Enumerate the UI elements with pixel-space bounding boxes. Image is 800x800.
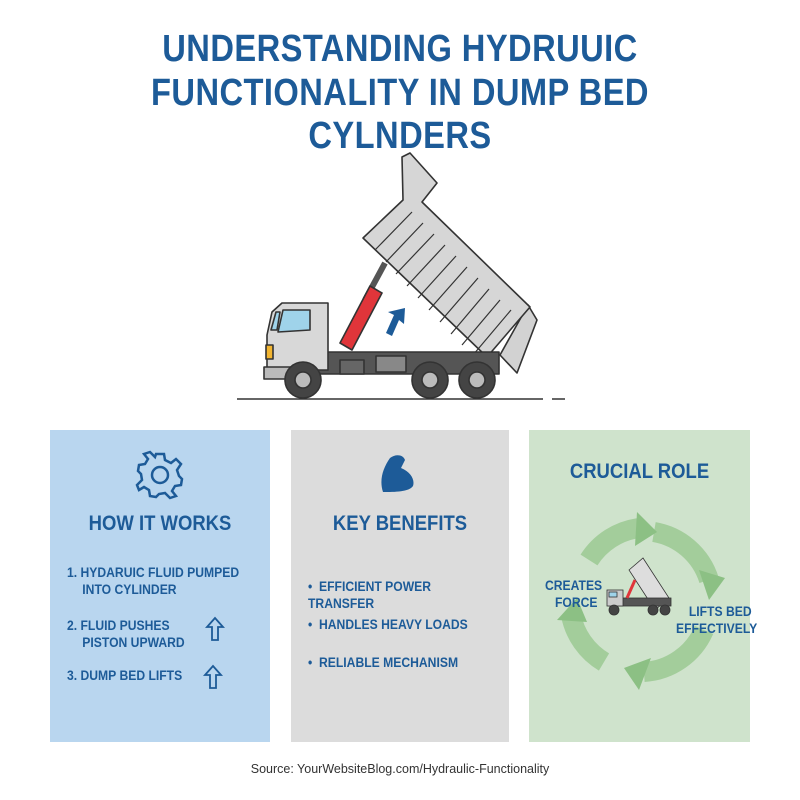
flexed-arm-icon — [381, 455, 414, 492]
title-line-2: FUNCTIONALITY IN DUMP BED CYLNDERS — [151, 72, 649, 157]
benefit-item: • RELIABLE MECHANISM — [308, 655, 459, 670]
gear-icon — [135, 450, 184, 500]
title-line-1: UNDERSTANDING HYDRUUIC — [162, 28, 638, 70]
step-3: 3. DUMP BED LIFTS — [67, 668, 183, 683]
heading: KEY BENEFITS — [332, 512, 468, 535]
panel-key-benefits: KEY BENEFITS • EFFICIENT POWER TRANSFER … — [291, 430, 509, 742]
dump-truck-illustration — [237, 152, 565, 400]
source-caption: Source: YourWebsiteBlog.com/Hydraulic-Fu… — [250, 762, 550, 776]
dump-bed — [362, 152, 531, 358]
mini-dump-truck — [606, 557, 672, 616]
cycle-arrows-icon — [557, 512, 725, 690]
heading: CRUCIAL ROLE — [569, 460, 710, 483]
up-arrow-icon — [386, 308, 405, 336]
benefit-item: • EFFICIENT POWER TRANSFER — [308, 579, 432, 611]
hydraulic-cylinder — [339, 285, 383, 351]
heading: HOW IT WORKS — [88, 512, 232, 535]
benefit-item: • HANDLES HEAVY LOADS — [308, 617, 468, 632]
